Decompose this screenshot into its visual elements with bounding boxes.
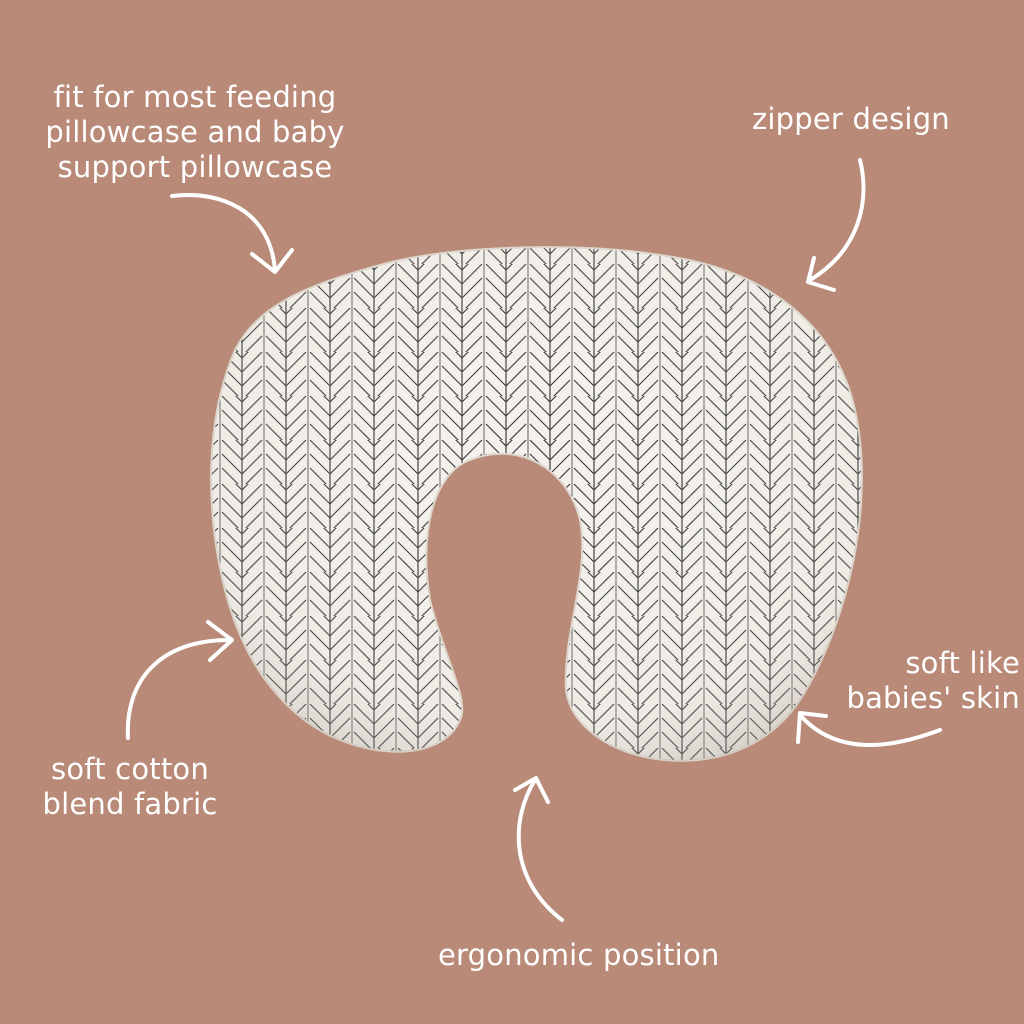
callout-fit-line2: pillowcase and baby	[45, 115, 345, 149]
callout-zipper: zipper design	[752, 102, 950, 137]
arrow-soft-skin-icon	[798, 713, 942, 747]
callout-soft-skin-line2: babies' skin	[846, 681, 1020, 715]
arrow-cotton-icon	[125, 638, 232, 740]
callout-fit: fit for most feeding pillowcase and baby…	[40, 80, 350, 185]
callout-fit-line3: support pillowcase	[57, 150, 333, 184]
callout-soft-skin-line1: soft like	[905, 646, 1020, 680]
arrow-fit-icon	[170, 193, 277, 272]
callout-ergonomic-line1: ergonomic position	[438, 938, 720, 972]
callout-soft-skin: soft like babies' skin	[846, 646, 1020, 716]
callout-cotton-line1: soft cotton	[51, 752, 209, 786]
callout-cotton: soft cotton blend fabric	[40, 752, 220, 822]
callout-zipper-line1: zipper design	[752, 102, 950, 136]
callout-ergonomic: ergonomic position	[438, 938, 719, 973]
arrow-ergonomic-icon	[516, 778, 564, 922]
arrow-zipper-icon	[808, 158, 866, 282]
callout-fit-line1: fit for most feeding	[53, 80, 337, 114]
callout-cotton-line2: blend fabric	[42, 787, 218, 821]
